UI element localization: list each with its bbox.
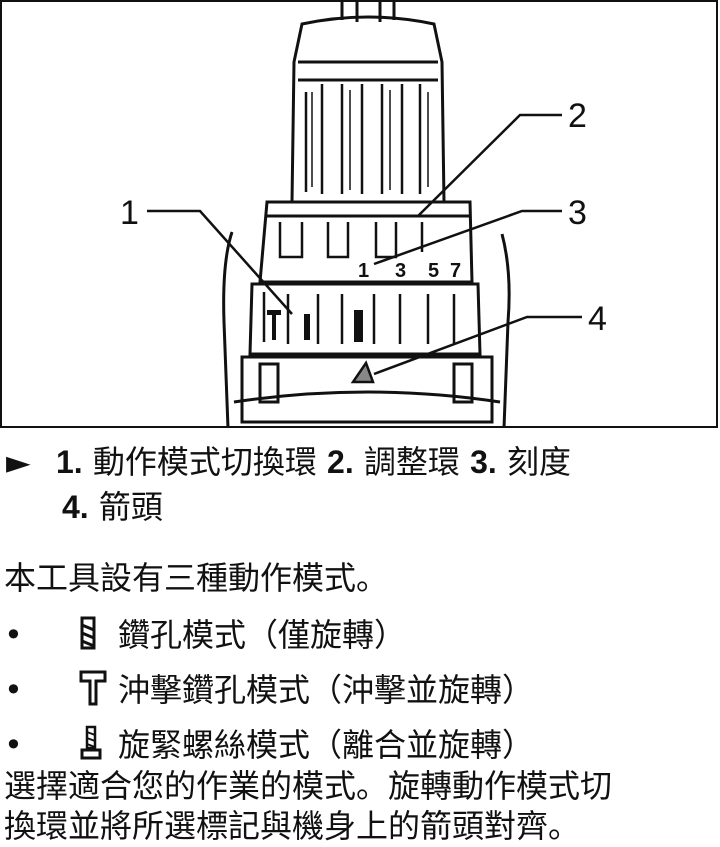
bullet-dot: •: [4, 616, 23, 654]
drill-bit-icon: [78, 615, 118, 659]
mode-text-drill: 鑽孔模式（僅旋轉）: [118, 616, 407, 654]
scale-7: 7: [450, 260, 461, 282]
mode-item-drill: • 鑽孔模式（僅旋轉）: [4, 610, 406, 659]
scale-3: 3: [395, 260, 406, 282]
caption-num-3: 3.: [470, 444, 497, 480]
mode-item-hammer-drill: • 沖擊鑽孔模式（沖擊並旋轉）: [4, 665, 534, 715]
leader-4: [373, 315, 582, 376]
instruction-line-2: 換環並將所選標記與機身上的箭頭對齊。: [4, 807, 581, 845]
mode-text-hammer-drill: 沖擊鑽孔模式（沖擊並旋轉）: [118, 671, 535, 709]
caption-text-1: 動作模式切換環: [92, 443, 317, 481]
callout-3: 3: [568, 194, 587, 232]
caption-text-2: 調整環: [363, 443, 460, 481]
leader-1: [147, 209, 293, 315]
drill-diagram: 1 3 5 7 1 2 3 4: [120, 2, 607, 426]
intro-text: 本工具設有三種動作模式。: [4, 559, 389, 597]
adjusting-ring: [258, 200, 474, 284]
callout-2: 2: [568, 97, 587, 135]
leader-2: [417, 113, 562, 217]
screw-icon: [78, 724, 118, 770]
scale-5: 5: [428, 260, 439, 282]
bullet-dot: •: [4, 671, 23, 709]
chuck-body: [290, 15, 446, 204]
alignment-arrow: [350, 360, 375, 384]
instruction-line-1: 選擇適合您的作業的模式。旋轉動作模式切: [4, 767, 613, 805]
figure-caption: ► 1. 動作模式切換環 2. 調整環 3. 刻度 4. 箭頭: [6, 440, 716, 530]
leader-3: [373, 209, 562, 266]
housing: [222, 231, 511, 426]
scale-1: 1: [358, 260, 369, 282]
caption-text-4: 箭頭: [98, 488, 163, 526]
caption-num-2: 2.: [327, 444, 354, 480]
mode-item-screwdriving: • 旋緊螺絲模式（離合並旋轉）: [4, 720, 534, 770]
caption-text-3: 刻度: [506, 443, 571, 481]
mode-ring: [248, 282, 482, 356]
bullet-dot: •: [4, 726, 23, 764]
callout-1: 1: [120, 194, 139, 232]
caption-num-1: 1.: [56, 444, 83, 480]
tool-illustration: 1 3 5 7 1 2 3 4: [0, 0, 718, 428]
chuck-shaft: [340, 2, 396, 22]
mode-text-screwdriving: 旋緊螺絲模式（離合並旋轉）: [118, 726, 535, 764]
hammer-icon: [78, 669, 118, 715]
caption-marker: ►: [6, 443, 31, 481]
caption-num-4: 4.: [62, 489, 89, 525]
callout-4: 4: [588, 300, 607, 338]
